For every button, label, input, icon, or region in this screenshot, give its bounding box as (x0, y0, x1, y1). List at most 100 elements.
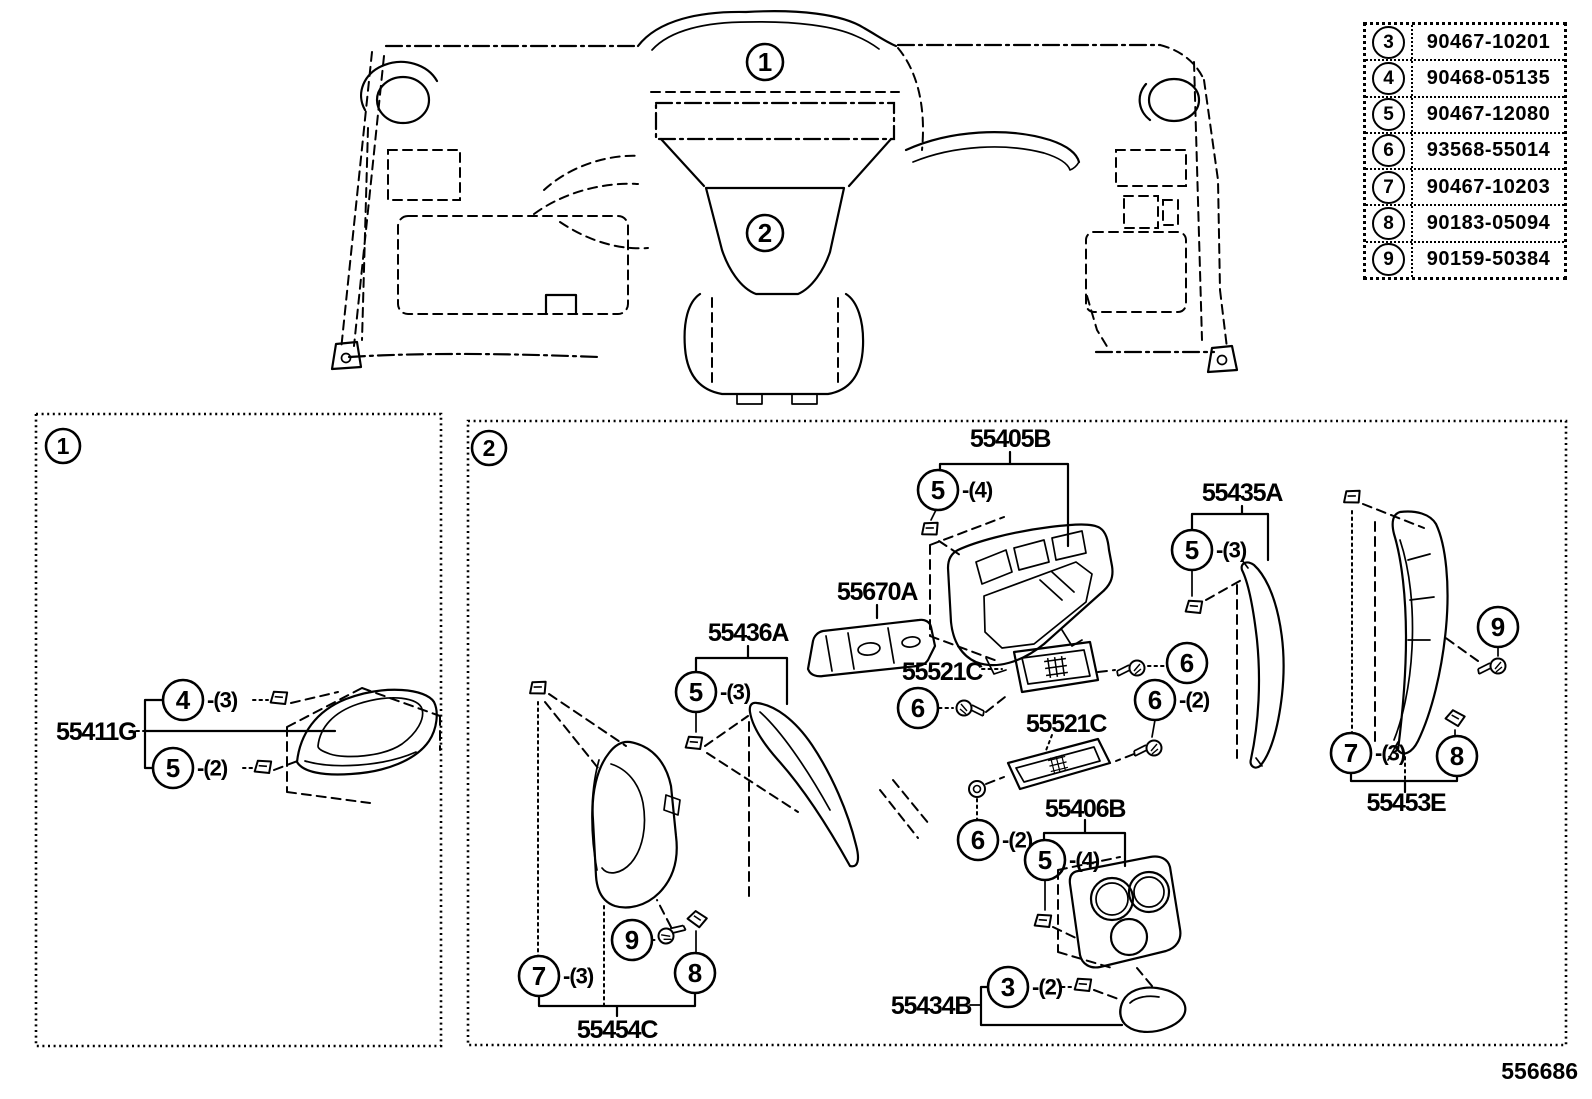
callout-8: 8 (673, 951, 717, 995)
panel-inner-curve (1393, 539, 1414, 741)
switch-button-2 (901, 636, 921, 648)
steering-column-arcs (533, 154, 649, 250)
panel-ribs (1387, 553, 1435, 761)
callout-7-3: 7 -(3) (517, 954, 595, 998)
section1-number-badge: 1 (44, 427, 82, 465)
callout-4-3: 4 -(3) (161, 678, 239, 722)
visor-projection-box (286, 687, 441, 804)
callout-qty: -(2) (1032, 975, 1063, 1000)
right-small-openings (1115, 149, 1187, 229)
part-55436a-group: 55436A 5 -(3) (674, 619, 930, 899)
callout-circle (161, 678, 205, 722)
visor-opening (317, 697, 424, 758)
panel-left-contour (591, 759, 600, 871)
part-55405b-group: 55405B 5 -(4) (916, 425, 1114, 675)
center-stack-opening (704, 186, 846, 296)
dial-opening-2 (1127, 870, 1171, 914)
callout-7-3: 7 -(3) (1329, 731, 1407, 775)
garnish-tabs (1241, 559, 1263, 767)
callout-6-left: 6 (896, 686, 940, 730)
screw-projection (656, 899, 672, 928)
console-feet (736, 393, 818, 405)
switch-button-1 (857, 642, 881, 656)
bezel-projection-box (929, 516, 1005, 663)
left-vent-ring (375, 75, 431, 125)
fastener-table: 3 90467-10201 4 90468-05135 5 90467-1208… (1363, 22, 1567, 280)
part-number-cell: 90468-05135 (1426, 66, 1551, 89)
part-number-cell: 90467-12080 (1426, 103, 1551, 126)
overview-callout-2: 2 (745, 213, 785, 253)
section1-border (34, 412, 443, 1048)
table-row: 5 90467-12080 (1366, 97, 1564, 134)
callout-qty: -(3) (563, 964, 594, 989)
ref-number: 8 (1372, 207, 1405, 241)
table-row: 3 90467-10201 (1366, 25, 1564, 62)
part-55454c-group: 7 -(3) 9 8 55454C (517, 677, 717, 1044)
right-vent-bezel (1138, 82, 1152, 122)
clip-icon (1031, 911, 1055, 931)
callout-circle (1165, 641, 1209, 685)
right-vent-ring (1147, 77, 1201, 123)
part-55434b-group: 55434B 3 -(2) (891, 965, 1187, 1033)
callout-circle (151, 746, 195, 790)
clip-icon (918, 518, 942, 540)
panel-outline (1391, 510, 1449, 755)
callout-number: 8 (1450, 741, 1464, 771)
screw-icon (1116, 659, 1146, 677)
part-55406b-group: 55406B 5 -(4) (1023, 795, 1182, 969)
bracket (694, 644, 789, 706)
bezel-vents (975, 530, 1087, 585)
callout-number: 3 (1001, 972, 1015, 1002)
dial-opening-1-inner (1095, 882, 1129, 916)
ref-cell: 4 (1366, 61, 1413, 96)
screw-projection-right (1097, 669, 1116, 673)
callout-number: 4 (176, 685, 191, 715)
section2-box: 2 55405B 5 -(4) 55435A (466, 419, 1568, 1047)
bottom-edges (347, 350, 1216, 359)
dial-opening-2-inner (1133, 876, 1165, 908)
bracket (938, 450, 1070, 548)
left-panel-openings (387, 149, 461, 201)
clip-icon (1071, 975, 1095, 995)
screw-projection-left (985, 696, 1006, 713)
ref-cell: 5 (1366, 97, 1413, 132)
cluster-slot (654, 101, 896, 141)
cluster-hood-inner (651, 21, 880, 51)
screw-icon (1477, 657, 1507, 675)
dashboard-overview: 1 2 (330, 10, 1239, 405)
part-label-55406b: 55406B (1045, 795, 1126, 823)
part-55453e-group: 9 7 -(3) 8 55453E (1329, 486, 1520, 817)
callout-number: 6 (1148, 685, 1162, 715)
right-lower-lines (1086, 295, 1109, 349)
right-foot-hole (1216, 354, 1228, 366)
callout-5-3: 5 -(3) (1170, 528, 1248, 572)
callout-number: 6 (911, 693, 925, 723)
glovebox-brow-inner (912, 146, 1080, 171)
callout-number: 5 (166, 753, 180, 783)
ref-cell: 7 (1366, 170, 1413, 205)
bracket-55411g (143, 698, 337, 770)
panel-inner-cut (601, 763, 646, 874)
badge-circle (470, 429, 508, 467)
part-label-55521c-lower: 55521C (1026, 710, 1108, 738)
part-label-55670a: 55670A (837, 578, 919, 606)
section2-border (466, 419, 1568, 1047)
callout-6-2-lower: 6 -(2) (956, 818, 1034, 862)
callout-number: 2 (758, 218, 772, 248)
table-row: 8 90183-05094 (1366, 206, 1564, 243)
ref-cell: 8 (1366, 206, 1413, 241)
ref-cell: 9 (1366, 242, 1413, 277)
screw-icon (955, 699, 985, 717)
clip-projection (938, 540, 964, 558)
ref-number: 6 (1372, 134, 1405, 168)
callout-circle (517, 954, 561, 998)
callout-number: 5 (1185, 535, 1199, 565)
clip-icon (1340, 486, 1364, 508)
section1-box: 1 55411G 4 -(3) 5 -(2) (34, 412, 443, 1048)
clip-icon (682, 733, 706, 753)
dial-opening-3 (1109, 917, 1149, 957)
callout-circle (1329, 731, 1373, 775)
screw-projection (1442, 635, 1479, 662)
callout-qty: -(3) (207, 688, 238, 713)
part-label-55521c-upper: 55521C (902, 658, 984, 686)
